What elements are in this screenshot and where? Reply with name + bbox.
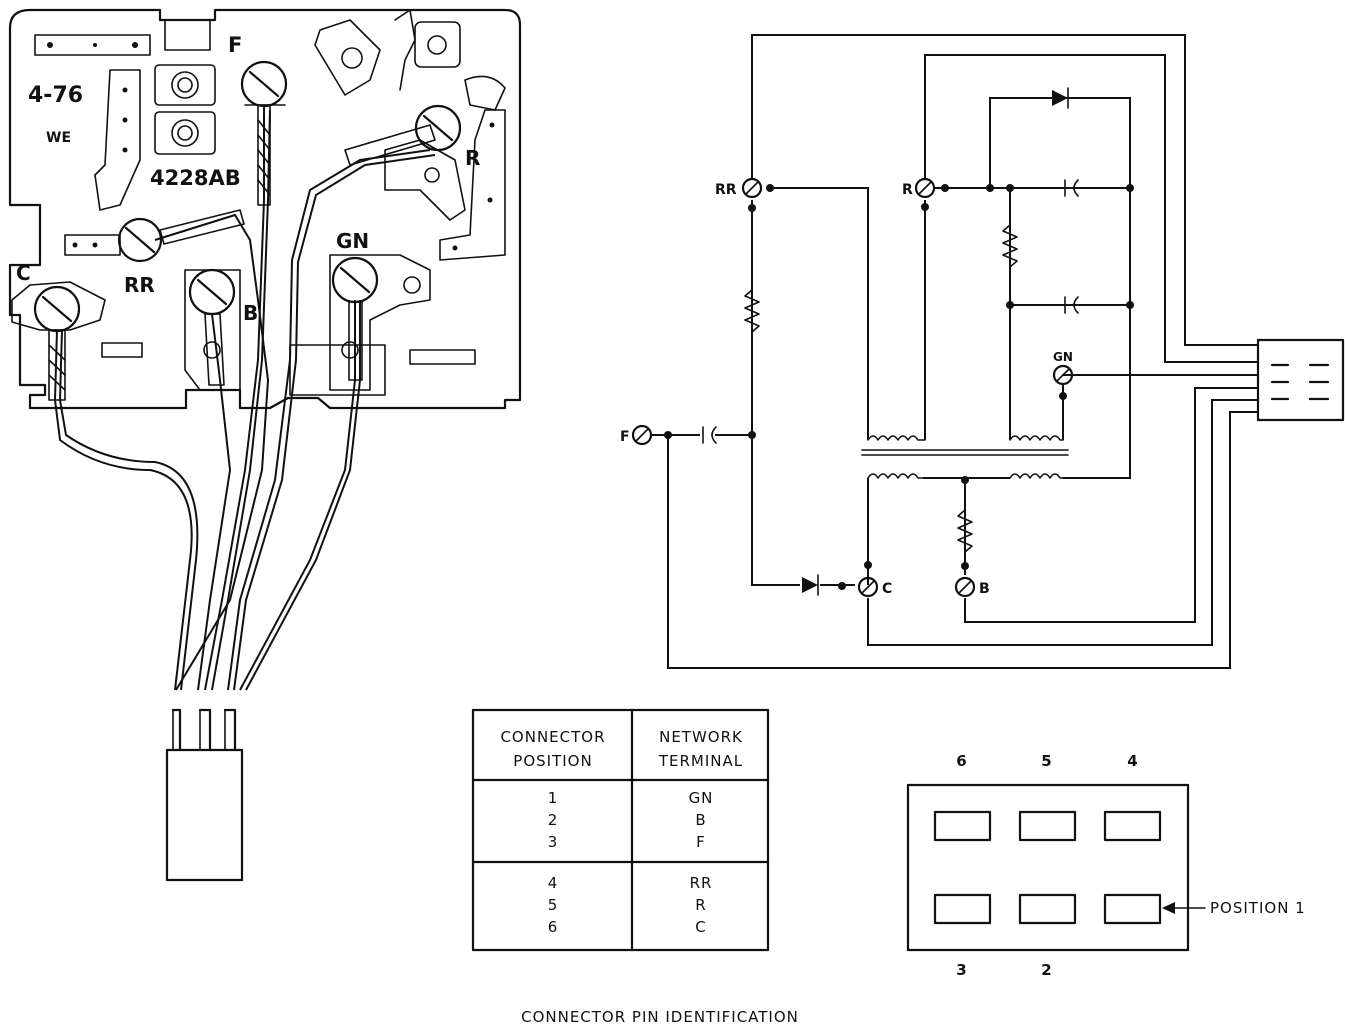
resistor-b <box>957 509 973 553</box>
table-header-network-2: TERMINAL <box>658 752 743 770</box>
screw-gn <box>331 256 379 304</box>
capacitor-1 <box>1064 179 1079 197</box>
board-label-b: B <box>243 301 258 325</box>
table-cell: 3 <box>548 833 559 851</box>
schematic: RR R GN F C B <box>620 34 1345 669</box>
table-cell: B <box>695 811 706 829</box>
capacitor-2 <box>1064 296 1079 314</box>
network-board: 4-76 WE 4228AB F R RR GN C B <box>8 8 522 882</box>
screw-f <box>240 60 288 108</box>
table-cell: RR <box>690 874 713 892</box>
schematic-wires <box>650 34 1258 669</box>
table-cell: 4 <box>548 874 559 892</box>
label-r: R <box>902 182 913 198</box>
table-cell: F <box>696 833 706 851</box>
screw-rr <box>117 217 163 263</box>
table-cell: 6 <box>548 918 559 936</box>
label-rr: RR <box>715 182 737 198</box>
term-f <box>631 424 653 446</box>
connector-face: 6 5 4 3 2 POSITION 1 <box>906 752 1306 979</box>
board-label-r: R <box>465 146 480 170</box>
board-label-f: F <box>228 33 242 57</box>
table-cell: GN <box>689 789 714 807</box>
label-c: C <box>882 581 892 597</box>
label-f: F <box>620 429 630 445</box>
table-header-connector-1: CONNECTOR <box>500 728 605 746</box>
table-header-connector-2: POSITION <box>513 752 592 770</box>
pin-table: CONNECTOR POSITION NETWORK TERMINAL 1 2 … <box>471 708 770 952</box>
modular-plug <box>165 708 244 882</box>
figure-caption: CONNECTOR PIN IDENTIFICATION <box>521 1008 799 1025</box>
date-code: 4-76 <box>28 83 83 108</box>
table-cell: 2 <box>548 811 559 829</box>
label-b: B <box>979 581 990 597</box>
pin-number: 6 <box>956 752 967 770</box>
pin-number: 2 <box>1041 961 1052 979</box>
term-r <box>914 177 936 199</box>
capacitor-f <box>702 426 717 444</box>
screw-c <box>33 285 81 333</box>
term-c <box>857 576 879 598</box>
maker-mark: WE <box>46 130 71 146</box>
board-wires <box>48 104 436 691</box>
schematic-connector <box>1256 338 1345 422</box>
term-b <box>954 576 976 598</box>
junction-dots <box>664 184 1134 590</box>
varistor-top <box>1052 87 1069 109</box>
arrow-head-icon <box>1162 902 1175 914</box>
resistor-rr <box>744 289 760 333</box>
table-cell: R <box>695 896 706 914</box>
table-header-network-1: NETWORK <box>659 728 743 746</box>
board-label-rr: RR <box>124 273 155 297</box>
pin-number: 4 <box>1127 752 1138 770</box>
varistor-bottom <box>802 574 819 596</box>
position-label: POSITION 1 <box>1210 899 1306 917</box>
part-number: 4228AB <box>150 166 241 190</box>
board-label-c: C <box>16 261 31 285</box>
table-cell: 5 <box>548 896 559 914</box>
label-gn: GN <box>1053 350 1073 364</box>
screw-b <box>188 268 236 316</box>
table-cell: C <box>695 918 706 936</box>
pin-number: 3 <box>956 961 967 979</box>
term-gn <box>1052 364 1074 386</box>
transformer <box>861 435 1069 479</box>
pin-number: 5 <box>1041 752 1052 770</box>
table-cell: 1 <box>548 789 559 807</box>
screw-r <box>414 104 462 152</box>
board-label-gn: GN <box>336 229 369 253</box>
resistor-r <box>1002 224 1018 268</box>
term-rr <box>741 177 763 199</box>
